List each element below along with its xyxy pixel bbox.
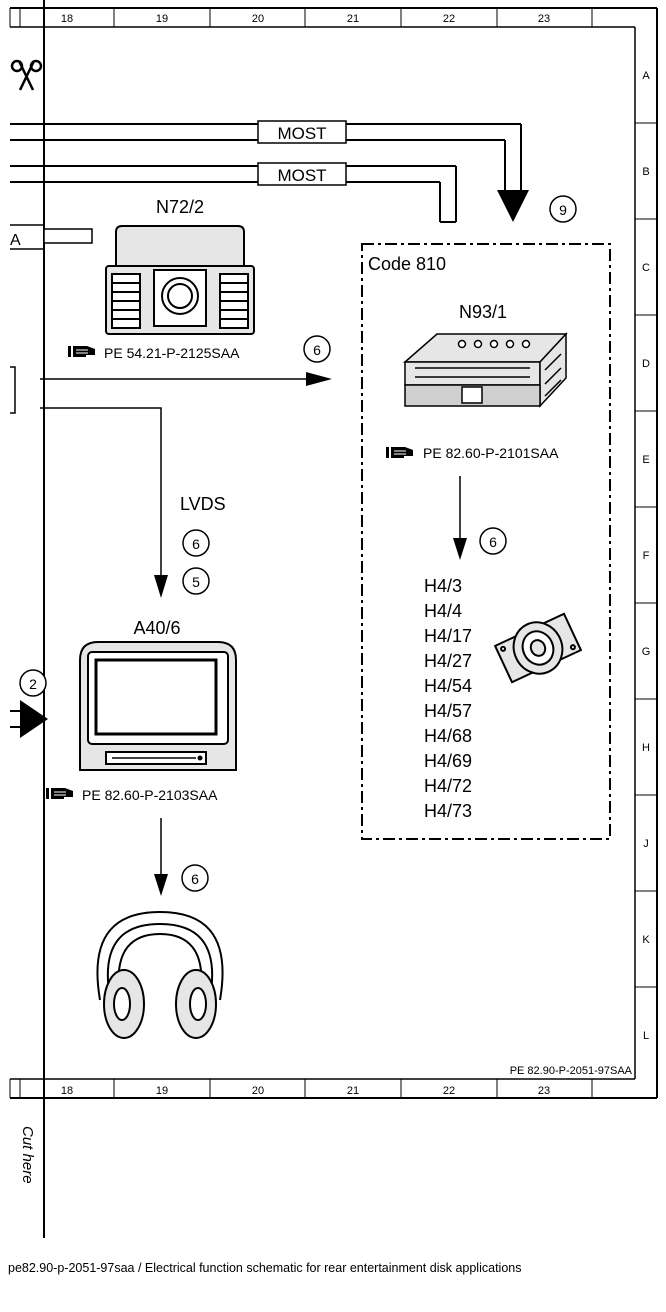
column-label: 22 [443, 13, 455, 25]
column-label: 21 [347, 1085, 359, 1097]
column-label: 18 [61, 13, 73, 25]
speaker-item: H4/4 [424, 601, 462, 621]
connector-label: A [10, 232, 21, 249]
reference-marker [19, 669, 47, 697]
code-810-label: Code 810 [368, 254, 446, 274]
row-label: H [642, 742, 650, 754]
document-reference: PE 82.90-P-2051-97SAA [510, 1065, 633, 1077]
speaker-arrowhead [453, 538, 467, 560]
lvds-line [40, 407, 162, 576]
row-label: G [642, 646, 651, 658]
speaker-item: H4/54 [424, 676, 472, 696]
pointer-icon [68, 346, 95, 357]
speaker-item: H4/73 [424, 801, 472, 821]
speaker-icon [493, 612, 583, 684]
pointer-icon [386, 447, 413, 458]
row-label: K [642, 934, 650, 946]
reference-marker [479, 527, 507, 555]
component-ref-n93-1: PE 82.60-P-2101SAA [423, 445, 559, 461]
headphones-icon [96, 910, 224, 1039]
row-label: B [642, 166, 649, 178]
speaker-item: H4/69 [424, 751, 472, 771]
row-label: F [643, 550, 650, 562]
component-id-n72-2: N72/2 [156, 197, 204, 217]
reference-marker-label: 6 [191, 871, 199, 887]
headphone-arrowhead [154, 874, 168, 896]
column-label: 23 [538, 1085, 550, 1097]
column-label: 20 [252, 13, 264, 25]
component-id-n93-1: N93/1 [459, 302, 507, 322]
row-label: L [643, 1030, 649, 1042]
speaker-list: H4/3 H4/4 H4/17 H4/27 H4/54 H4/57 H4/68 … [424, 576, 472, 821]
most-label: MOST [277, 166, 326, 185]
connector-a [10, 224, 93, 250]
column-label: 18 [61, 1085, 73, 1097]
n72-2-device-icon [105, 225, 255, 335]
most-arrowhead [497, 190, 529, 222]
speaker-item: H4/68 [424, 726, 472, 746]
column-label: 19 [156, 13, 168, 25]
row-labels: A B C D E F G H J K L [642, 70, 651, 1042]
footer-caption: pe82.90-p-2051-97saa / Electrical functi… [8, 1261, 522, 1275]
reference-marker [181, 864, 209, 892]
reference-marker-label: 6 [489, 534, 497, 550]
row-label: A [642, 70, 650, 82]
reference-marker-label: 9 [559, 202, 567, 218]
column-label: 21 [347, 13, 359, 25]
reference-marker [549, 195, 577, 223]
speaker-item: H4/17 [424, 626, 472, 646]
component-ref-a40-6: PE 82.60-P-2103SAA [82, 787, 218, 803]
drawing-frame [9, 0, 658, 1238]
code-810-box [361, 243, 611, 840]
reference-marker-label: 5 [192, 574, 200, 590]
reference-marker-label: 6 [192, 536, 200, 552]
lvds-label: LVDS [180, 494, 226, 514]
reference-marker-label: 6 [313, 342, 321, 358]
reference-marker [182, 529, 210, 557]
row-label: C [642, 262, 650, 274]
most-label: MOST [277, 124, 326, 143]
speaker-item: H4/3 [424, 576, 462, 596]
component-id-a40-6: A40/6 [133, 618, 180, 638]
column-label: 19 [156, 1085, 168, 1097]
row-label: J [643, 838, 649, 850]
column-labels-bottom: 18 19 20 21 22 23 [61, 1085, 550, 1097]
row-label: E [642, 454, 649, 466]
lvds-arrowhead [154, 575, 168, 598]
speaker-item: H4/27 [424, 651, 472, 671]
column-label: 22 [443, 1085, 455, 1097]
a40-6-display-icon [79, 641, 237, 771]
column-label: 23 [538, 13, 550, 25]
speaker-item: H4/57 [424, 701, 472, 721]
row-label: D [642, 358, 650, 370]
scissors-icon [10, 59, 43, 91]
most-label-box [257, 162, 347, 186]
reference-marker [303, 335, 331, 363]
most-bus-1 [10, 123, 522, 192]
reference-marker-label: 2 [29, 676, 37, 692]
cut-here-label: Cut here [19, 1126, 36, 1184]
signal-arrowhead [306, 372, 332, 386]
component-ref-n72-2: PE 54.21-P-2125SAA [104, 345, 240, 361]
input-arrowhead [20, 700, 48, 738]
reference-marker [182, 567, 210, 595]
speaker-item: H4/72 [424, 776, 472, 796]
column-label: 20 [252, 1085, 264, 1097]
pointer-icon [46, 788, 73, 799]
n93-1-module-icon [403, 332, 568, 408]
most-label-box [257, 120, 347, 144]
column-labels-top: 18 19 20 21 22 23 [61, 13, 550, 25]
most-bus-2 [10, 165, 457, 223]
left-bracket [10, 366, 16, 414]
